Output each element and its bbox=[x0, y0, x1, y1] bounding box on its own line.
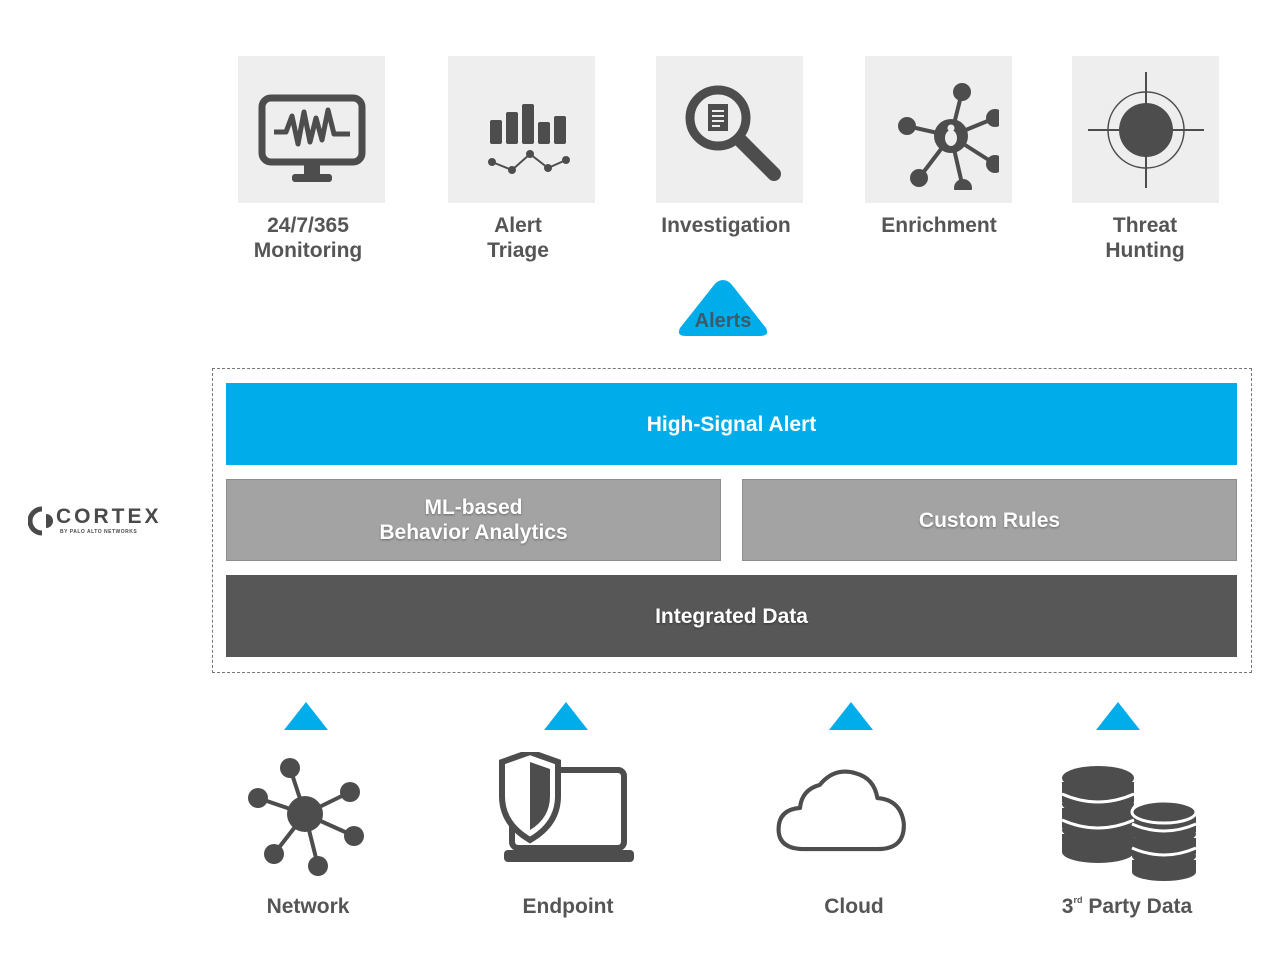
tile-investigation bbox=[656, 56, 803, 203]
tile-threat-hunting bbox=[1072, 56, 1219, 203]
network-up-arrow bbox=[284, 702, 328, 730]
alerts-arrow bbox=[678, 280, 768, 336]
crosshair-target-icon bbox=[1087, 71, 1204, 188]
network-hub-icon bbox=[248, 758, 364, 876]
label-enrichment: Enrichment bbox=[881, 214, 997, 237]
tile-alert-triage bbox=[448, 56, 595, 203]
cortex-logo-icon bbox=[28, 506, 53, 536]
cloud-up-arrow bbox=[829, 702, 873, 730]
label-endpoint: Endpoint bbox=[522, 895, 614, 918]
high-signal-alert-layer: High-Signal Alert bbox=[226, 383, 1237, 465]
label-network: Network bbox=[266, 895, 350, 918]
cortex-frame bbox=[212, 368, 1252, 673]
magnifier-document-icon bbox=[685, 85, 781, 181]
cortex-tagline: BY PALO ALTO NETWORKS bbox=[60, 529, 138, 535]
label-cloud: Cloud bbox=[824, 895, 884, 918]
bar-chart-triage-icon bbox=[487, 103, 570, 174]
ml-behavior-analytics-layer: ML-based Behavior Analytics bbox=[226, 479, 721, 561]
label-alert-triage: Alert Triage bbox=[487, 214, 549, 262]
label-monitoring: 24/7/365 Monitoring bbox=[253, 214, 363, 262]
custom-rules-layer: Custom Rules bbox=[742, 479, 1237, 561]
endpoint-up-arrow bbox=[544, 702, 588, 730]
bug-network-icon bbox=[897, 82, 999, 190]
label-third-party-data: 3rd Party Data bbox=[1061, 895, 1193, 918]
database-stack-icon bbox=[1061, 766, 1198, 881]
alerts-label: Alerts bbox=[694, 310, 752, 332]
laptop-shield-icon bbox=[499, 752, 634, 862]
tile-enrichment bbox=[865, 56, 1012, 203]
label-threat-hunting: Threat Hunting bbox=[1105, 214, 1185, 262]
cloud-icon bbox=[776, 769, 906, 852]
tile-monitoring bbox=[238, 56, 385, 203]
label-investigation: Investigation bbox=[661, 214, 791, 237]
third-party-up-arrow bbox=[1096, 702, 1140, 730]
monitor-heartbeat-icon bbox=[258, 94, 365, 182]
cortex-wordmark: CORTEX bbox=[56, 505, 162, 528]
integrated-data-layer: Integrated Data bbox=[226, 575, 1237, 657]
